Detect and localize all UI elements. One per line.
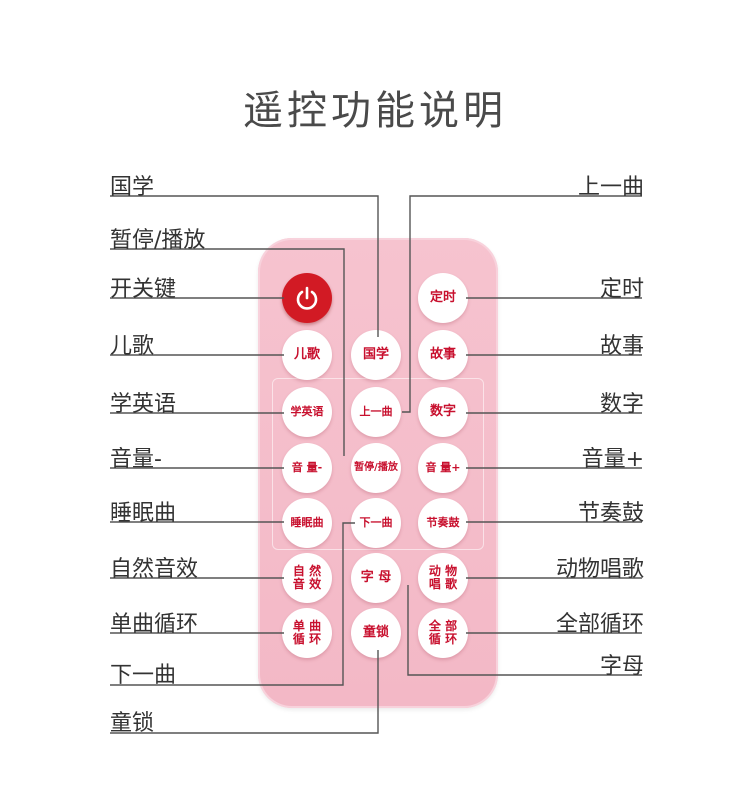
label-shuimianqu: 睡眠曲: [110, 501, 177, 526]
zimu-button[interactable]: 字 母: [351, 553, 401, 603]
label-guoxue: 国学: [110, 175, 155, 200]
power-icon: [296, 286, 318, 310]
label-quanbuxunhuan: 全部循环: [555, 612, 644, 637]
pause-play-button[interactable]: 暂停/播放: [351, 443, 401, 493]
label-dongwuchangge: 动物唱歌: [555, 557, 644, 582]
line-shangyiqu: [402, 195, 642, 413]
label-ziranyinxiao: 自然音效: [110, 557, 199, 582]
gushi-button[interactable]: 故事: [418, 330, 468, 380]
label-zimu: 字母: [599, 654, 644, 679]
tongsuo-button[interactable]: 童锁: [351, 608, 401, 658]
line-zimu: [407, 585, 642, 676]
label-tongsuo: 童锁: [110, 711, 155, 736]
shuimianqu-button[interactable]: 睡眠曲: [282, 498, 332, 548]
dongwuchangge-button[interactable]: 动 物 唱 歌: [418, 553, 468, 603]
label-shangyiqu: 上一曲: [577, 175, 644, 200]
label-next-track: 下一曲: [110, 663, 177, 688]
erge-button[interactable]: 儿歌: [282, 330, 332, 380]
volume-up-button[interactable]: 音 量+: [418, 443, 468, 493]
label-erge: 儿歌: [110, 334, 155, 359]
label-timer: 定时: [599, 277, 644, 302]
next-track-button[interactable]: 下一曲: [351, 498, 401, 548]
label-gushi: 故事: [599, 334, 644, 359]
quanbuxunhuan-button[interactable]: 全 部 循 环: [418, 608, 468, 658]
guoxue-button[interactable]: 国学: [351, 330, 401, 380]
label-power: 开关键: [110, 277, 177, 302]
timer-button[interactable]: 定时: [418, 273, 468, 323]
line-tongsuo: [110, 650, 379, 734]
label-danquxunhuan: 单曲循环: [110, 612, 199, 637]
shangyiqu-button[interactable]: 上一曲: [351, 387, 401, 437]
label-jiezougu: 节奏鼓: [577, 501, 644, 526]
label-volume-up: 音量+: [581, 447, 644, 472]
page-title: 遥控功能说明: [243, 88, 507, 134]
line-pause-play: [110, 248, 345, 456]
label-shuzi: 数字: [599, 392, 644, 417]
jiezougu-button[interactable]: 节奏鼓: [418, 498, 468, 548]
volume-down-button[interactable]: 音 量-: [282, 443, 332, 493]
danquxunhuan-button[interactable]: 单 曲 循 环: [282, 608, 332, 658]
xueyingyu-button[interactable]: 学英语: [282, 387, 332, 437]
line-next-track: [110, 522, 355, 686]
power-button[interactable]: [282, 273, 332, 323]
label-pause-play: 暂停/播放: [110, 228, 206, 253]
shuzi-button[interactable]: 数字: [418, 387, 468, 437]
ziranyinxiao-button[interactable]: 自 然 音 效: [282, 553, 332, 603]
label-xueyingyu: 学英语: [110, 392, 177, 417]
label-volume-down: 音量-: [110, 447, 162, 472]
line-guoxue: [110, 195, 379, 337]
